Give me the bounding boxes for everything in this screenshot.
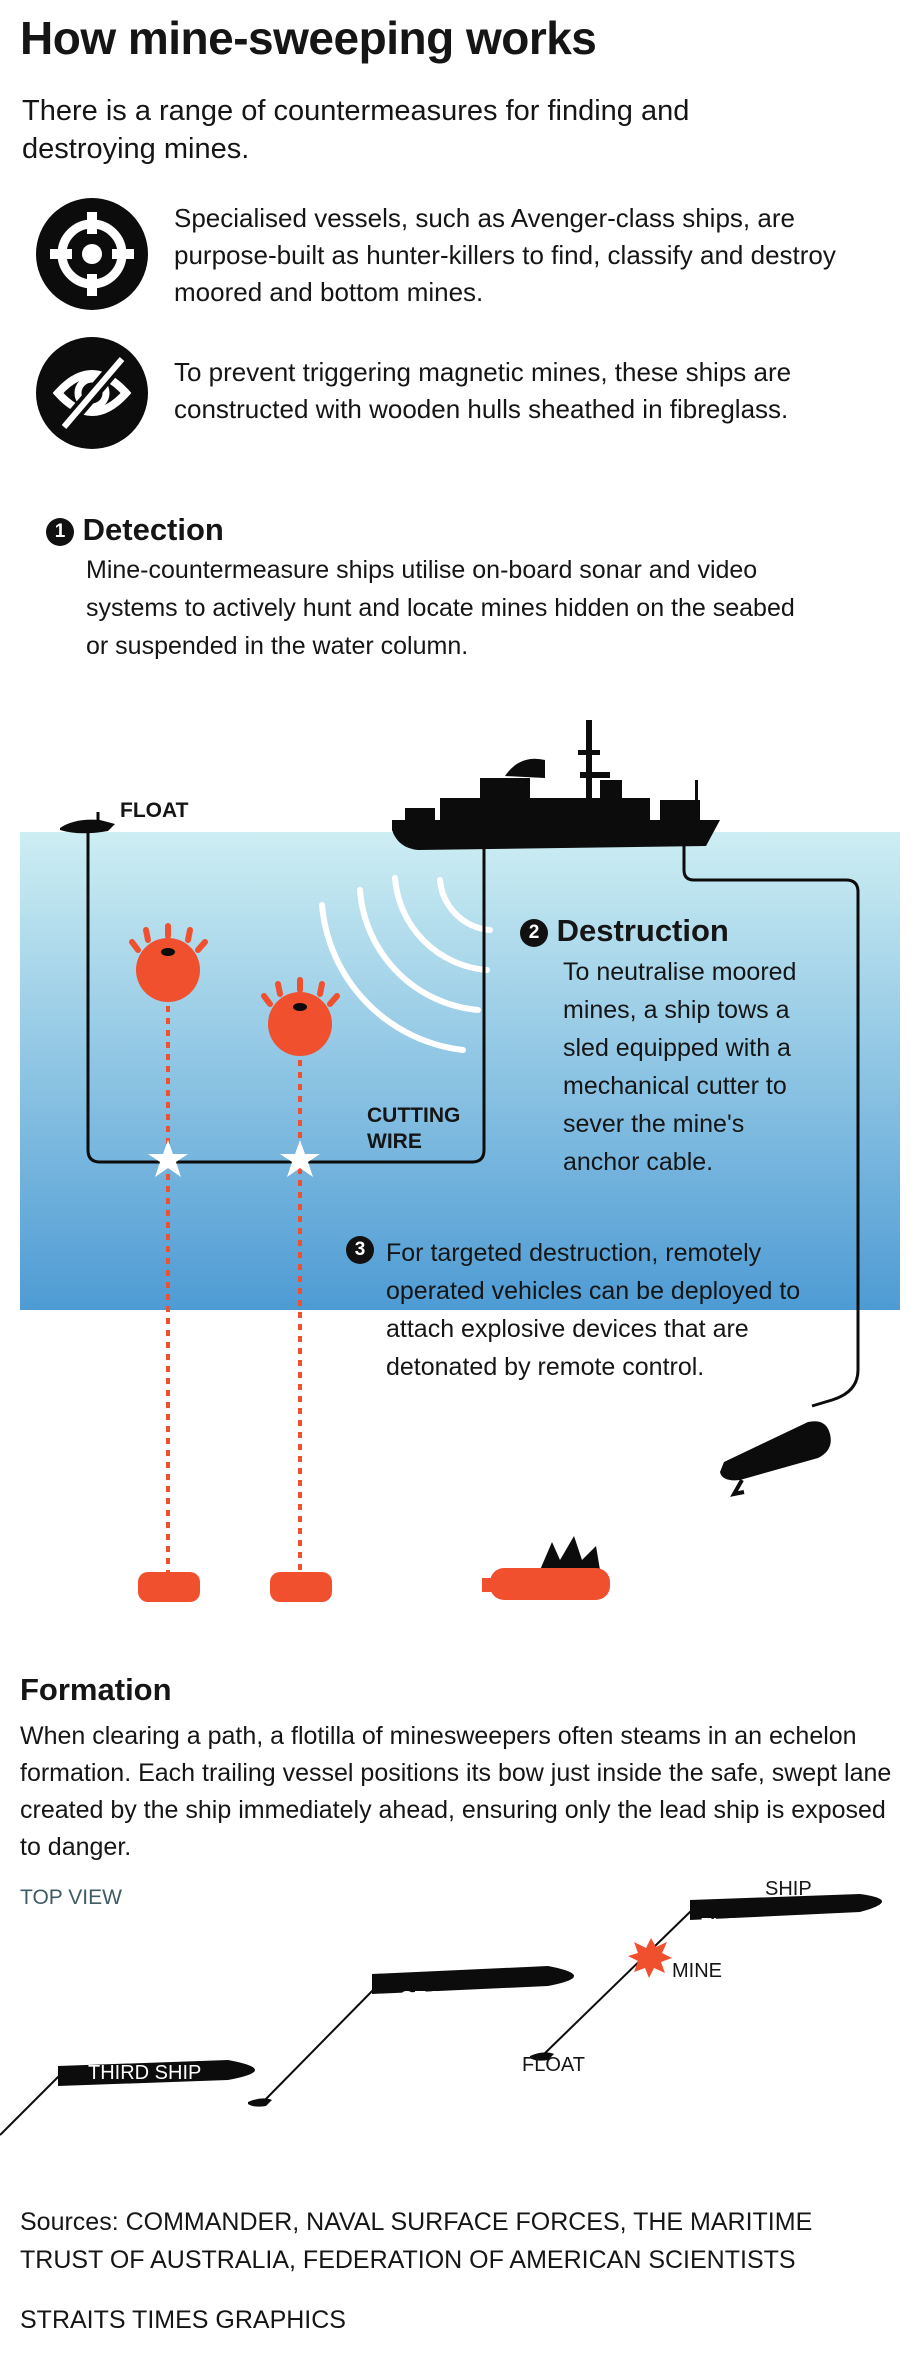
float-icon-second: [530, 2052, 554, 2061]
third-ship: [58, 2060, 255, 2086]
second-ship: [372, 1966, 574, 1994]
moored-mine-2: [261, 977, 340, 1586]
cutter-icon-1: [148, 1140, 188, 1177]
destruction-heading: 2 Destruction: [520, 912, 729, 950]
cutter-icon-2: [280, 1140, 320, 1177]
moored-mine-1: [129, 923, 208, 1586]
mine-anchor-1: [138, 1572, 200, 1602]
rov-tether-line: [682, 844, 860, 1408]
feature-text-vessels: Specialised vessels, such as Avenger-cla…: [174, 203, 836, 307]
detection-heading: 1 Detection: [46, 511, 224, 549]
bottom-mine: [482, 1536, 610, 1600]
formation-diagram: [0, 1894, 882, 2136]
flotilla-leader-label: FLOTILLA LEADER: [700, 1915, 877, 1937]
no-magnet-icon: [36, 337, 148, 449]
mine-burst-icon: [628, 1938, 672, 1978]
step-number-3: 3: [346, 1236, 374, 1264]
detection-title: Detection: [82, 512, 224, 547]
float-icon: [60, 819, 115, 834]
feature-text-hulls: To prevent triggering magnetic mines, th…: [174, 357, 792, 424]
intro-text: There is a range of countermeasures for …: [22, 95, 690, 165]
step-number-1: 1: [46, 518, 74, 546]
ship-sonar-arcs: [319, 875, 493, 1053]
rov-vehicle: [720, 1421, 831, 1497]
destruction-title: Destruction: [556, 913, 729, 948]
top-view-label: TOP VIEW: [20, 1886, 122, 1909]
sources-text: Sources: COMMANDER, NAVAL SURFACE FORCES…: [20, 2208, 813, 2274]
rov-sonar-arcs: [642, 1447, 715, 1553]
page-title: How mine-sweeping works: [20, 12, 597, 64]
mine-label: MINE: [672, 1960, 722, 1982]
minesweeper-ship-silhouette: [392, 720, 720, 850]
cutting-wire-line: [86, 832, 486, 1164]
formation-heading: Formation: [20, 1672, 172, 1707]
flotilla-leader-ship: [690, 1894, 882, 1920]
step-number-2: 2: [520, 919, 548, 947]
mine-sweeping-diagram: [20, 720, 900, 1602]
ship-label: SHIP: [765, 1878, 812, 1900]
float-label: FLOAT: [120, 799, 189, 822]
formation-text: When clearing a path, a flotilla of mine…: [20, 1722, 892, 1861]
float-label-formation: FLOAT: [522, 2054, 585, 2076]
mine-anchor-2: [270, 1572, 332, 1602]
third-ship-label: THIRD SHIP: [88, 2062, 202, 2084]
crosshair-icon: [36, 198, 148, 310]
targeted-destruction-text: For targeted destruction, remotely opera…: [386, 1239, 801, 1381]
cutting-wire-label: CUTTING WIRE: [367, 1104, 461, 1153]
targeted-number-wrap: 3: [346, 1236, 374, 1264]
float-icon-third: [248, 2098, 272, 2107]
credit-text: STRAITS TIMES GRAPHICS: [20, 2306, 346, 2334]
destruction-text: To neutralise moored mines, a ship tows …: [563, 958, 797, 1176]
detection-text: Mine-countermeasure ships utilise on-boa…: [86, 556, 795, 660]
second-ship-label: SECOND SHIP: [400, 1988, 538, 2010]
